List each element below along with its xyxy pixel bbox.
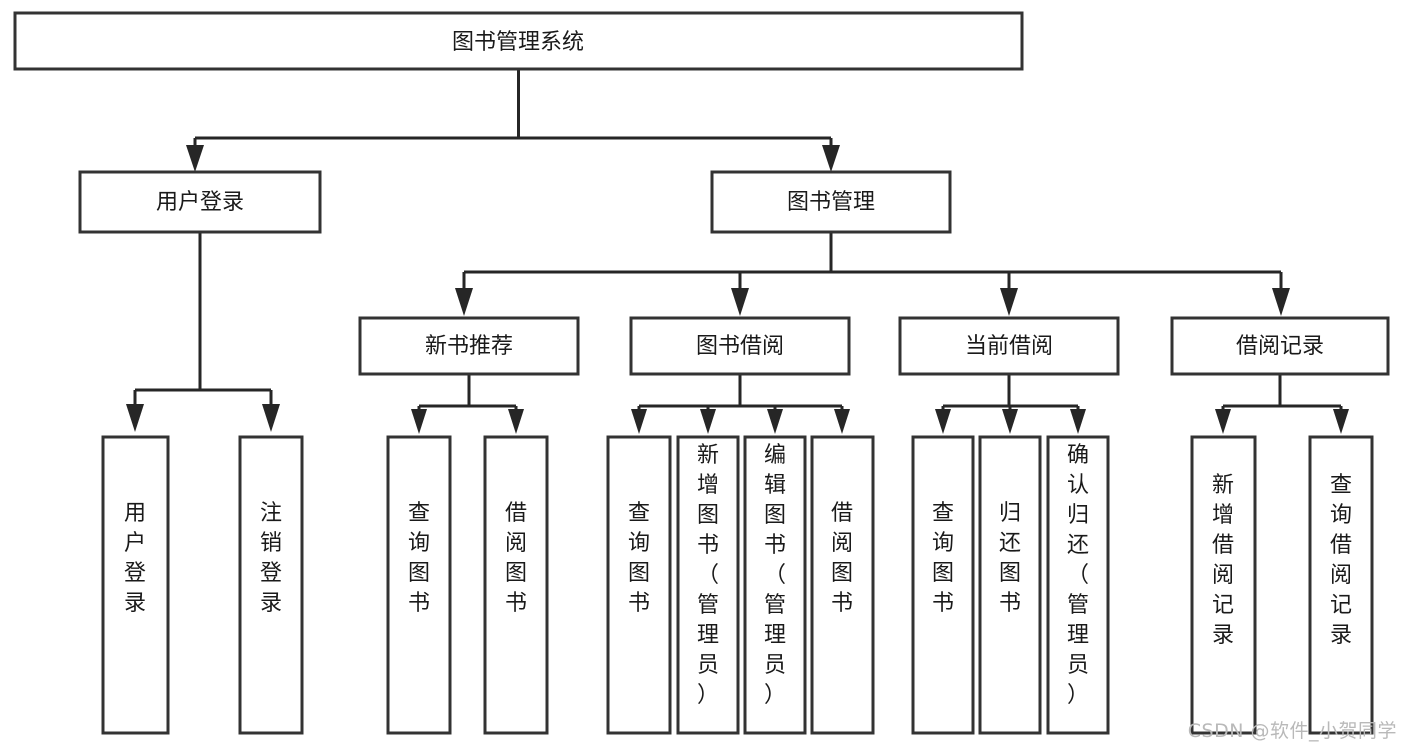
leaf-query-record-rect <box>1308 435 1374 735</box>
arrow-to-leaf-borrow-book-2 <box>834 409 850 434</box>
leaf-query-record-label: 查询借阅记录 <box>1330 473 1352 648</box>
node-leaf-query-record[interactable]: 查询借阅记录 <box>1308 435 1374 735</box>
leaf-query-book-3-label: 查询图书 <box>932 501 954 616</box>
leaf-borrow-book-2-label: 借阅图书 <box>831 501 853 616</box>
arrow-to-user-login <box>186 145 204 172</box>
leaf-query-book-2-rect <box>606 435 672 735</box>
arrow-to-leaf-query-book-1 <box>411 409 427 434</box>
node-leaf-add-record[interactable]: 新增借阅记录 <box>1190 435 1257 735</box>
connector-book-manage-bus <box>462 232 1283 292</box>
node-leaf-query-book-2[interactable]: 查询图书 <box>606 435 672 735</box>
leaf-add-book-label: 新增图书（管理员） <box>697 443 719 708</box>
arrow-to-book-borrow <box>731 288 749 316</box>
arrow-to-leaf-edit-book <box>767 409 783 434</box>
arrow-to-leaf-add-book <box>700 409 716 434</box>
leaf-confirm-return-label: 确认归还（管理员） <box>1067 443 1089 708</box>
node-leaf-user-login[interactable]: 用户登录 <box>101 435 170 735</box>
node-book-borrow[interactable]: 图书借阅 <box>629 316 851 376</box>
new-book-rec-box-label: 新书推荐 <box>425 334 513 359</box>
leaf-borrow-book-1-rect <box>483 435 549 735</box>
arrow-to-leaf-return-book <box>1002 409 1018 434</box>
root-box-label: 图书管理系统 <box>452 30 584 55</box>
root-box-rect <box>13 11 1024 71</box>
leaf-borrow-book-1-label: 借阅图书 <box>505 501 527 616</box>
leaf-query-book-1-label: 查询图书 <box>408 501 430 616</box>
arrow-to-leaf-query-book-2 <box>631 409 647 434</box>
node-leaf-confirm-return[interactable]: 确认归还（管理员） <box>1046 435 1110 735</box>
leaf-return-book-label: 归还图书 <box>999 501 1021 616</box>
arrow-to-book-manage <box>822 145 840 172</box>
connector-borrow-record-bus <box>1221 374 1343 416</box>
connector-user-login-bus <box>133 232 273 413</box>
node-user-login[interactable]: 用户登录 <box>78 170 322 234</box>
node-leaf-edit-book[interactable]: 编辑图书（管理员） <box>743 435 807 735</box>
book-borrow-box-rect <box>629 316 851 376</box>
node-leaf-query-book-1[interactable]: 查询图书 <box>386 435 452 735</box>
node-leaf-query-book-3[interactable]: 查询图书 <box>911 435 975 735</box>
connector-root-bus <box>193 69 833 160</box>
leaf-add-record-label: 新增借阅记录 <box>1212 473 1234 648</box>
arrow-to-leaf-logout <box>262 404 280 432</box>
arrow-to-leaf-user-login <box>126 404 144 432</box>
leaf-confirm-return-rect <box>1046 435 1110 735</box>
connector-book-borrow-bus <box>637 374 844 416</box>
leaf-edit-book-rect <box>743 435 807 735</box>
user-login-box-label: 用户登录 <box>156 190 244 215</box>
current-borrow-box-label: 当前借阅 <box>965 334 1053 359</box>
connector-layer <box>126 69 1349 434</box>
new-book-rec-box-rect <box>358 316 580 376</box>
arrow-to-leaf-borrow-book-1 <box>508 409 524 434</box>
book-manage-box-rect <box>710 170 952 234</box>
leaf-add-book-rect <box>676 435 740 735</box>
arrow-to-leaf-confirm-return <box>1070 409 1086 434</box>
leaf-node-group: 用户登录 注销登录 查询图书 借阅图书 查询图书 新增图书（管理员） 编辑图书（… <box>101 435 1374 735</box>
leaf-query-book-2-label: 查询图书 <box>628 501 650 616</box>
leaf-logout-rect <box>238 435 304 735</box>
node-leaf-add-book[interactable]: 新增图书（管理员） <box>676 435 740 735</box>
book-borrow-box-label: 图书借阅 <box>696 334 784 359</box>
node-book-manage[interactable]: 图书管理 <box>710 170 952 234</box>
arrow-to-leaf-query-record <box>1333 409 1349 434</box>
node-current-borrow[interactable]: 当前借阅 <box>898 316 1120 376</box>
leaf-query-book-3-rect <box>911 435 975 735</box>
node-new-book-rec[interactable]: 新书推荐 <box>358 316 580 376</box>
arrow-to-borrow-record <box>1272 288 1290 316</box>
node-leaf-borrow-book-2[interactable]: 借阅图书 <box>810 435 875 735</box>
current-borrow-box-rect <box>898 316 1120 376</box>
leaf-add-record-rect <box>1190 435 1257 735</box>
node-leaf-logout[interactable]: 注销登录 <box>238 435 304 735</box>
arrow-to-leaf-add-record <box>1215 409 1231 434</box>
leaf-borrow-book-2-rect <box>810 435 875 735</box>
arrow-to-new-book-rec <box>455 288 473 316</box>
book-manage-box-label: 图书管理 <box>787 190 875 215</box>
connector-new-book-rec-bus <box>417 374 518 416</box>
leaf-edit-book-label: 编辑图书（管理员） <box>764 443 786 708</box>
leaf-user-login-rect <box>101 435 170 735</box>
arrow-to-leaf-query-book-3 <box>935 409 951 434</box>
leaf-user-login-label: 用户登录 <box>124 501 146 616</box>
user-login-box-rect <box>78 170 322 234</box>
leaf-query-book-1-rect <box>386 435 452 735</box>
node-root[interactable]: 图书管理系统 <box>13 11 1024 71</box>
borrow-record-box-rect <box>1170 316 1390 376</box>
arrow-to-current-borrow <box>1000 288 1018 316</box>
node-leaf-borrow-book-1[interactable]: 借阅图书 <box>483 435 549 735</box>
borrow-record-box-label: 借阅记录 <box>1236 334 1324 359</box>
leaf-logout-label: 注销登录 <box>260 501 282 616</box>
node-borrow-record[interactable]: 借阅记录 <box>1170 316 1390 376</box>
node-leaf-return-book[interactable]: 归还图书 <box>978 435 1042 735</box>
leaf-return-book-rect <box>978 435 1042 735</box>
